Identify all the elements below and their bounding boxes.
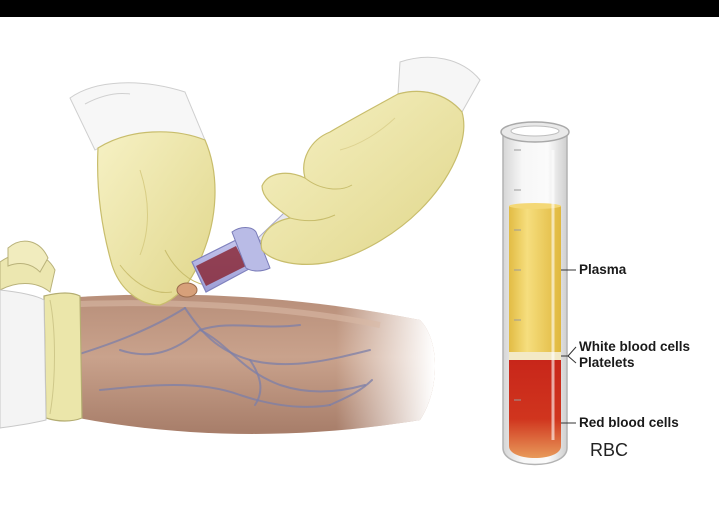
arm-with-veins-icon xyxy=(40,295,435,434)
label-plasma: Plasma xyxy=(579,263,626,277)
test-tube-icon xyxy=(501,122,569,465)
label-white-blood-cells: White blood cells xyxy=(579,340,690,354)
tourniquet-band xyxy=(0,290,82,428)
label-rbc: RBC xyxy=(590,443,628,457)
label-platelets: Platelets xyxy=(579,356,635,370)
label-red-blood-cells: Red blood cells xyxy=(579,416,679,430)
